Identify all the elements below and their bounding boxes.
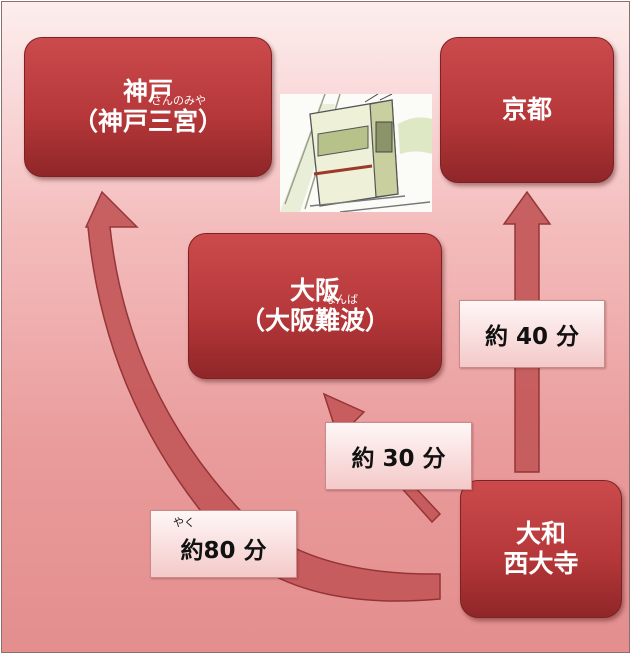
station-kyoto-name: 京都 [501, 95, 552, 124]
ruby-namba: なんば [324, 293, 358, 306]
time-to-osaka: 約 30 分 [325, 422, 472, 490]
station-osaka: 大阪 なんば （大阪難波） [188, 233, 442, 379]
station-yamato-line1: 大和 [515, 519, 566, 548]
station-kobe: 神戸 さんのみや （神戸三宮） [24, 37, 272, 177]
station-kobe-sub: さんのみや （神戸三宮） [72, 95, 223, 137]
station-kyoto: 京都 [440, 37, 614, 183]
time-to-kobe: やく 約80 分 [150, 510, 297, 578]
time-to-kyoto: 約 40 分 [459, 300, 605, 368]
train-illustration [280, 93, 432, 213]
time-to-kobe-label: 約80 分 [180, 538, 267, 564]
station-kobe-name: 神戸 [122, 77, 173, 106]
station-kobe-subname: （神戸三宮） [72, 107, 223, 136]
station-osaka-subname: （大阪難波） [239, 306, 390, 335]
station-yamato-line2: 西大寺 [503, 549, 579, 578]
station-osaka-name: 大阪 [289, 276, 340, 305]
station-osaka-sub: なんば （大阪難波） [239, 294, 390, 336]
ruby-sannomiya: さんのみや [150, 94, 206, 107]
ruby-yaku: やく [173, 516, 195, 529]
station-yamato-saidaiji: 大和 西大寺 [460, 480, 622, 618]
